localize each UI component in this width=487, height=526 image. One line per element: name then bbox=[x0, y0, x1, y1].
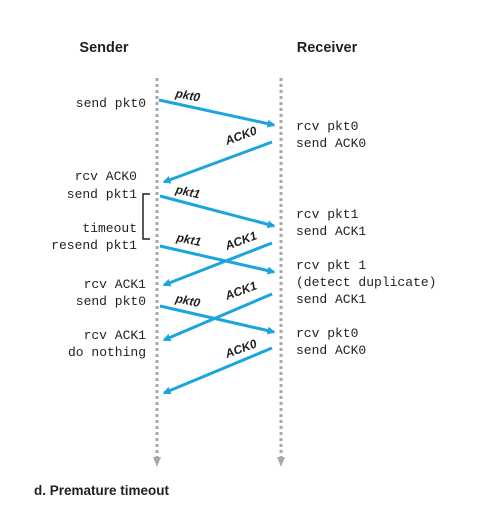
msg-label-pkt1-resend: pkt1 bbox=[174, 230, 202, 249]
receiver-event-send-ack1-2: send ACK1 bbox=[296, 292, 366, 307]
sender-event-rcv-ack0: rcv ACK0 bbox=[75, 169, 137, 184]
receiver-event-rcv-pkt0-2: rcv pkt0 bbox=[296, 326, 358, 341]
receiver-event-detect-duplicate: (detect duplicate) bbox=[296, 275, 436, 290]
msg-pkt0-arrow bbox=[158, 98, 276, 128]
msg-pkt1-resend-arrow bbox=[159, 244, 276, 275]
receiver-event-rcv-pkt0: rcv pkt0 bbox=[296, 119, 358, 134]
msg-pkt1-arrow bbox=[159, 194, 276, 229]
msg-label-pkt0-2: pkt0 bbox=[173, 291, 201, 310]
diagram-caption: d. Premature timeout bbox=[34, 483, 170, 498]
msg-ack0-arrow bbox=[162, 140, 273, 184]
sender-event-send-pkt1: send pkt1 bbox=[67, 187, 137, 202]
msg-label-ack0-2: ACK0 bbox=[222, 336, 259, 361]
msg-pkt0-2-arrow bbox=[159, 304, 276, 335]
sender-header: Sender bbox=[79, 40, 129, 56]
receiver-event-rcv-pkt1: rcv pkt1 bbox=[296, 207, 359, 222]
msg-ack0-2-arrow bbox=[162, 346, 273, 395]
sender-event-do-nothing: do nothing bbox=[68, 345, 146, 360]
sender-event-rcv-ack1-2: rcv ACK1 bbox=[84, 328, 147, 343]
receiver-header: Receiver bbox=[297, 40, 358, 56]
sender-event-send-pkt0-2: send pkt0 bbox=[76, 294, 146, 309]
receiver-event-send-ack0-2: send ACK0 bbox=[296, 343, 366, 358]
msg-ack1-arrow bbox=[162, 241, 273, 287]
sender-event-timeout: timeout bbox=[82, 221, 137, 236]
msg-ack1-dup-arrow bbox=[162, 292, 273, 342]
receiver-event-send-ack0: send ACK0 bbox=[296, 136, 366, 151]
msg-label-pkt0: pkt0 bbox=[173, 86, 201, 105]
msg-label-pkt1: pkt1 bbox=[173, 182, 201, 201]
sender-event-resend-pkt1: resend pkt1 bbox=[51, 238, 137, 253]
sender-event-rcv-ack1: rcv ACK1 bbox=[84, 277, 147, 292]
timeout-bracket bbox=[142, 193, 150, 240]
receiver-event-send-ack1: send ACK1 bbox=[296, 224, 366, 239]
receiver-event-rcv-pkt1-dup: rcv pkt 1 bbox=[296, 258, 366, 273]
msg-label-ack0: ACK0 bbox=[222, 123, 259, 148]
sender-event-send-pkt0: send pkt0 bbox=[76, 96, 146, 111]
msg-label-ack1-dup: ACK1 bbox=[222, 278, 259, 303]
